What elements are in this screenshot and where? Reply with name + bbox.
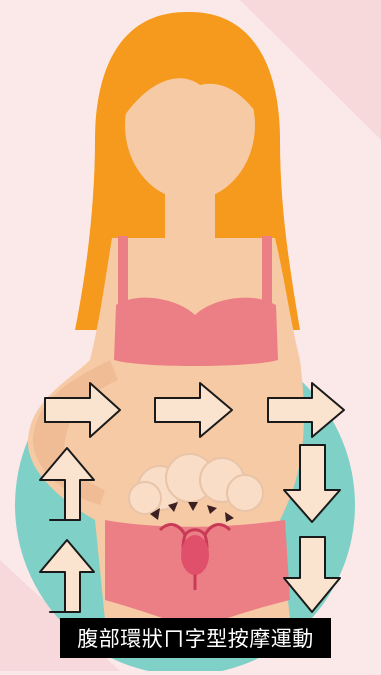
uterus-body — [181, 535, 209, 575]
caption-text: 腹部環狀ㄇ字型按摩運動 — [77, 623, 314, 653]
caption-bar: 腹部環狀ㄇ字型按摩運動 — [60, 618, 331, 658]
